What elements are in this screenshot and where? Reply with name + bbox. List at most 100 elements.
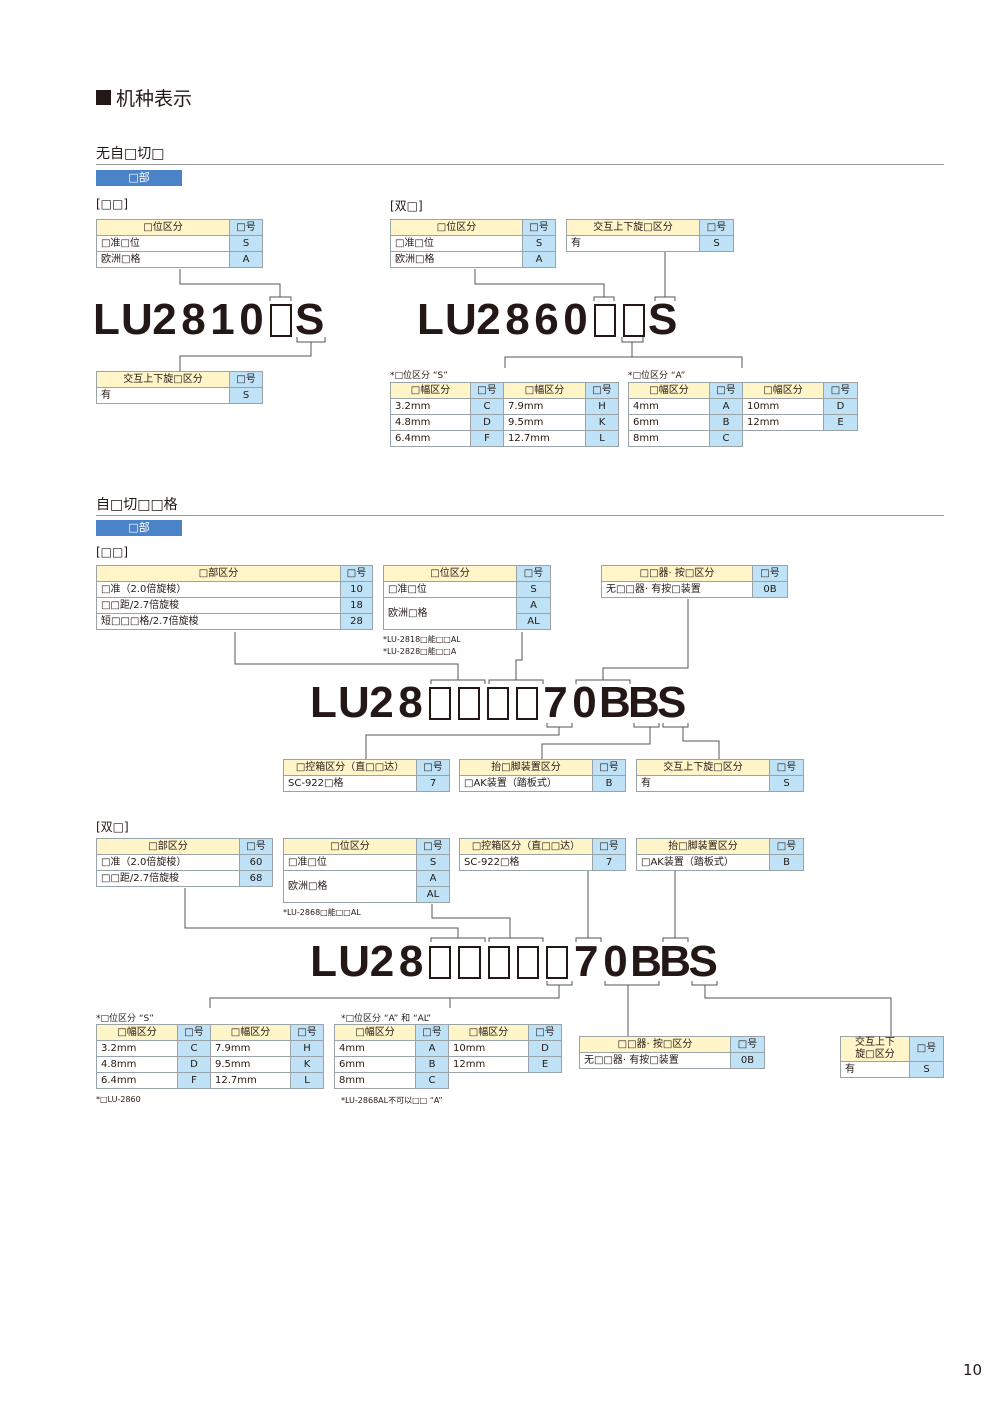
part-number-char: 2	[476, 295, 501, 344]
part-number-char: S	[295, 295, 325, 344]
note-lu2868: *LU-2868□能□□AL	[283, 908, 361, 917]
category-header: □位区分	[283, 838, 417, 855]
option-cell: 有	[96, 387, 230, 404]
code-header: □号	[229, 219, 263, 236]
option-cell: 欧洲□格	[283, 870, 417, 903]
option-cell: 10mm	[742, 398, 824, 415]
code-header: □号	[528, 1024, 562, 1041]
option-cell: 有	[840, 1061, 910, 1078]
code-cell: L	[290, 1072, 324, 1089]
placeholder-box-icon	[515, 687, 538, 720]
section-bar-label: □部	[96, 520, 182, 536]
option-cell: 12mm	[742, 414, 824, 431]
table-header-row: □位区分□号	[390, 219, 556, 236]
code-cell: C	[415, 1072, 449, 1089]
placeholder-box	[590, 298, 619, 342]
note-lu2828: *LU-2828□能□□A	[383, 647, 457, 656]
part-number-char: S	[648, 295, 678, 344]
code-cell: S	[416, 854, 450, 871]
option-cell: 4.8mm	[390, 414, 471, 431]
option-cell: □准（2.0倍旋梭）	[96, 854, 240, 871]
part-number-char: 2	[152, 295, 177, 344]
code-cell: S	[699, 235, 734, 252]
code-cell: 0B	[730, 1052, 765, 1069]
table-header-row: 交互上下旋□区分□号	[636, 759, 804, 776]
option-cell: 7.9mm	[210, 1040, 291, 1057]
code-header: □号	[470, 382, 504, 399]
option-cell: □准□位	[390, 235, 523, 252]
category-header: □□器· 按□区分	[579, 1036, 731, 1053]
option-cell: 欧洲□格	[383, 597, 517, 630]
table-header-row: □□器· 按□区分□号	[579, 1036, 765, 1053]
code-cell: S	[516, 581, 551, 598]
part-number-char: U	[338, 678, 370, 727]
part-number-char: 6	[534, 295, 559, 344]
code-header: □号	[340, 565, 373, 582]
code-header: □号	[239, 838, 273, 855]
code-cell: L	[585, 430, 619, 447]
category-header: 交互上下 旋□区分	[840, 1036, 910, 1062]
table-header-row: □控箱区分（直□□达）□号	[459, 838, 626, 855]
table-header-row: □幅区分□号□幅区分□号	[96, 1024, 324, 1041]
placeholder-box-icon	[269, 304, 292, 337]
table-header-row: □位区分□号	[96, 219, 263, 236]
part-number-char: U	[445, 295, 477, 344]
square-bullet-icon	[96, 90, 111, 105]
part-number-char: U	[121, 295, 153, 344]
placeholder-box-icon	[593, 304, 616, 337]
option-cell: 4mm	[628, 398, 710, 415]
placeholder-box-icon	[429, 946, 452, 979]
part-number-char: 0	[603, 937, 628, 986]
code-cell: S	[909, 1061, 944, 1078]
placeholder-box	[425, 681, 454, 725]
part-number-char: B	[599, 678, 631, 727]
table-row: □准（2.0倍旋梭）10	[96, 581, 373, 598]
code-cell: AL	[516, 613, 551, 630]
code-cell: S	[769, 775, 804, 792]
placeholder-box	[513, 940, 542, 984]
part-number-char: B	[628, 678, 660, 727]
placeholder-box-icon	[486, 687, 509, 720]
option-cell: 12.7mm	[503, 430, 586, 447]
code-cell: C	[177, 1040, 211, 1057]
code-cell: D	[823, 398, 858, 415]
option-cell: 9.5mm	[503, 414, 586, 431]
table-header-row: □控箱区分（直□□达）□号	[283, 759, 450, 776]
code-cell: H	[585, 398, 619, 415]
note-lu2818: *LU-2818□能□□AL	[383, 635, 461, 644]
code-cell: AL	[416, 886, 450, 903]
table-row: □AK装置（踏板式）B	[636, 854, 804, 871]
option-cell: 3.2mm	[390, 398, 471, 415]
category-header: 交互上下旋□区分	[96, 371, 230, 388]
code-cell: A	[522, 251, 556, 268]
section-bar-label: □部	[96, 170, 182, 186]
section-heading-no-auto-cut: 无自□切□	[96, 143, 944, 165]
table-row: □AK装置（踏板式）B	[459, 775, 626, 792]
option-cell: □□距/2.7倍旋梭	[96, 870, 240, 887]
option-cell: 7.9mm	[503, 398, 586, 415]
table-row: AL	[284, 886, 450, 903]
note-position-s: *□位区分 “S”	[96, 1014, 154, 1024]
option-cell: 6mm	[334, 1056, 416, 1073]
table-row: □准（2.0倍旋梭）60	[96, 854, 273, 871]
part-number-char: L	[417, 295, 444, 344]
category-header: □控箱区分（直□□达）	[283, 759, 417, 776]
table-header-row: □□器· 按□区分□号	[601, 565, 788, 582]
page-title-text: 机种表示	[116, 88, 193, 110]
code-header: □号	[290, 1024, 324, 1041]
